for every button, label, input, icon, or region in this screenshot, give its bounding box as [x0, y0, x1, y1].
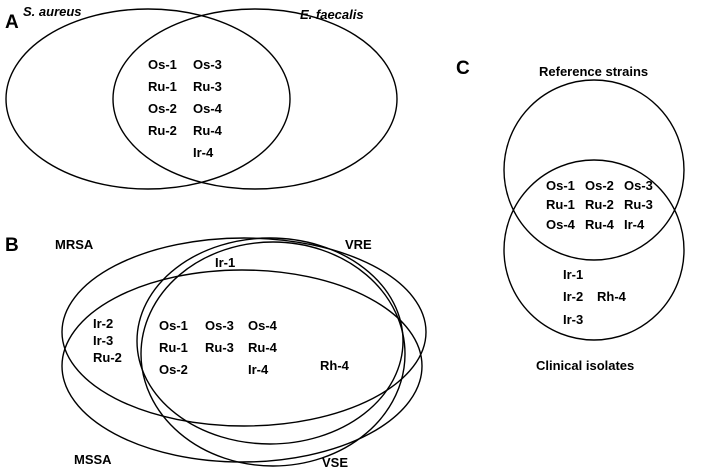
- vse-label: VSE: [322, 455, 348, 470]
- member-a-ru-2: Ru-2: [148, 123, 177, 138]
- mrsa-label: MRSA: [55, 237, 94, 252]
- member-b-ru-2: Ru-2: [93, 350, 122, 365]
- reference-strains-circle: [503, 79, 685, 261]
- member-c-os-2: Os-2: [585, 178, 614, 193]
- member-a-os-2: Os-2: [148, 101, 177, 116]
- panel-b: B MRSA VRE MSSA VSE Ir-1 Ir-2 Ir-3 Ru-2 …: [5, 235, 427, 470]
- s-aureus-label: S. aureus: [23, 4, 82, 19]
- member-a-os-1: Os-1: [148, 57, 177, 72]
- member-b-os-2: Os-2: [159, 362, 188, 377]
- member-b-os-1: Os-1: [159, 318, 188, 333]
- member-c-os-1: Os-1: [546, 178, 575, 193]
- member-b-ru-3: Ru-3: [205, 340, 234, 355]
- member-c-ru-3: Ru-3: [624, 197, 653, 212]
- clinical-isolates-circle: [503, 159, 685, 341]
- e-faecalis-label: E. faecalis: [300, 7, 364, 22]
- panel-c: C Reference strains Clinical isolates Os…: [456, 58, 685, 373]
- member-b-os-3: Os-3: [205, 318, 234, 333]
- member-b-ir-2: Ir-2: [93, 316, 113, 331]
- member-a-ru-4: Ru-4: [193, 123, 223, 138]
- member-c-ir-3: Ir-3: [563, 312, 583, 327]
- member-c-ru-1: Ru-1: [546, 197, 575, 212]
- vre-label: VRE: [345, 237, 372, 252]
- member-b-ru-1: Ru-1: [159, 340, 188, 355]
- member-b-ru-4: Ru-4: [248, 340, 278, 355]
- s-aureus-circle: [5, 8, 291, 190]
- mssa-circle: [61, 269, 423, 463]
- member-c-rh-4: Rh-4: [597, 289, 627, 304]
- clinical-isolates-label: Clinical isolates: [536, 358, 634, 373]
- member-b-ir-4: Ir-4: [248, 362, 269, 377]
- member-c-os-3: Os-3: [624, 178, 653, 193]
- member-a-ir-4: Ir-4: [193, 145, 214, 160]
- reference-strains-label: Reference strains: [539, 64, 648, 79]
- panel-a-letter: A: [5, 12, 19, 33]
- member-a-ru-1: Ru-1: [148, 79, 177, 94]
- member-c-ir-1: Ir-1: [563, 267, 583, 282]
- vre-circle: [61, 237, 427, 427]
- panel-b-letter: B: [5, 235, 19, 256]
- mssa-label: MSSA: [74, 452, 112, 467]
- panel-c-letter: C: [456, 58, 470, 79]
- vse-circle: [140, 241, 406, 467]
- member-c-ir-2: Ir-2: [563, 289, 583, 304]
- member-b-ir-1: Ir-1: [215, 255, 235, 270]
- member-a-os-3: Os-3: [193, 57, 222, 72]
- member-c-ir-4: Ir-4: [624, 217, 645, 232]
- member-b-os-4: Os-4: [248, 318, 278, 333]
- member-b-rh-4: Rh-4: [320, 358, 350, 373]
- e-faecalis-circle: [112, 8, 398, 190]
- member-c-ru-2: Ru-2: [585, 197, 614, 212]
- member-a-ru-3: Ru-3: [193, 79, 222, 94]
- member-c-ru-4: Ru-4: [585, 217, 615, 232]
- member-a-os-4: Os-4: [193, 101, 223, 116]
- member-c-os-4: Os-4: [546, 217, 576, 232]
- panel-a: A S. aureus E. faecalis Os-1 Os-3 Ru-1 R…: [5, 4, 398, 190]
- member-b-ir-3: Ir-3: [93, 333, 113, 348]
- mrsa-circle: [136, 237, 404, 445]
